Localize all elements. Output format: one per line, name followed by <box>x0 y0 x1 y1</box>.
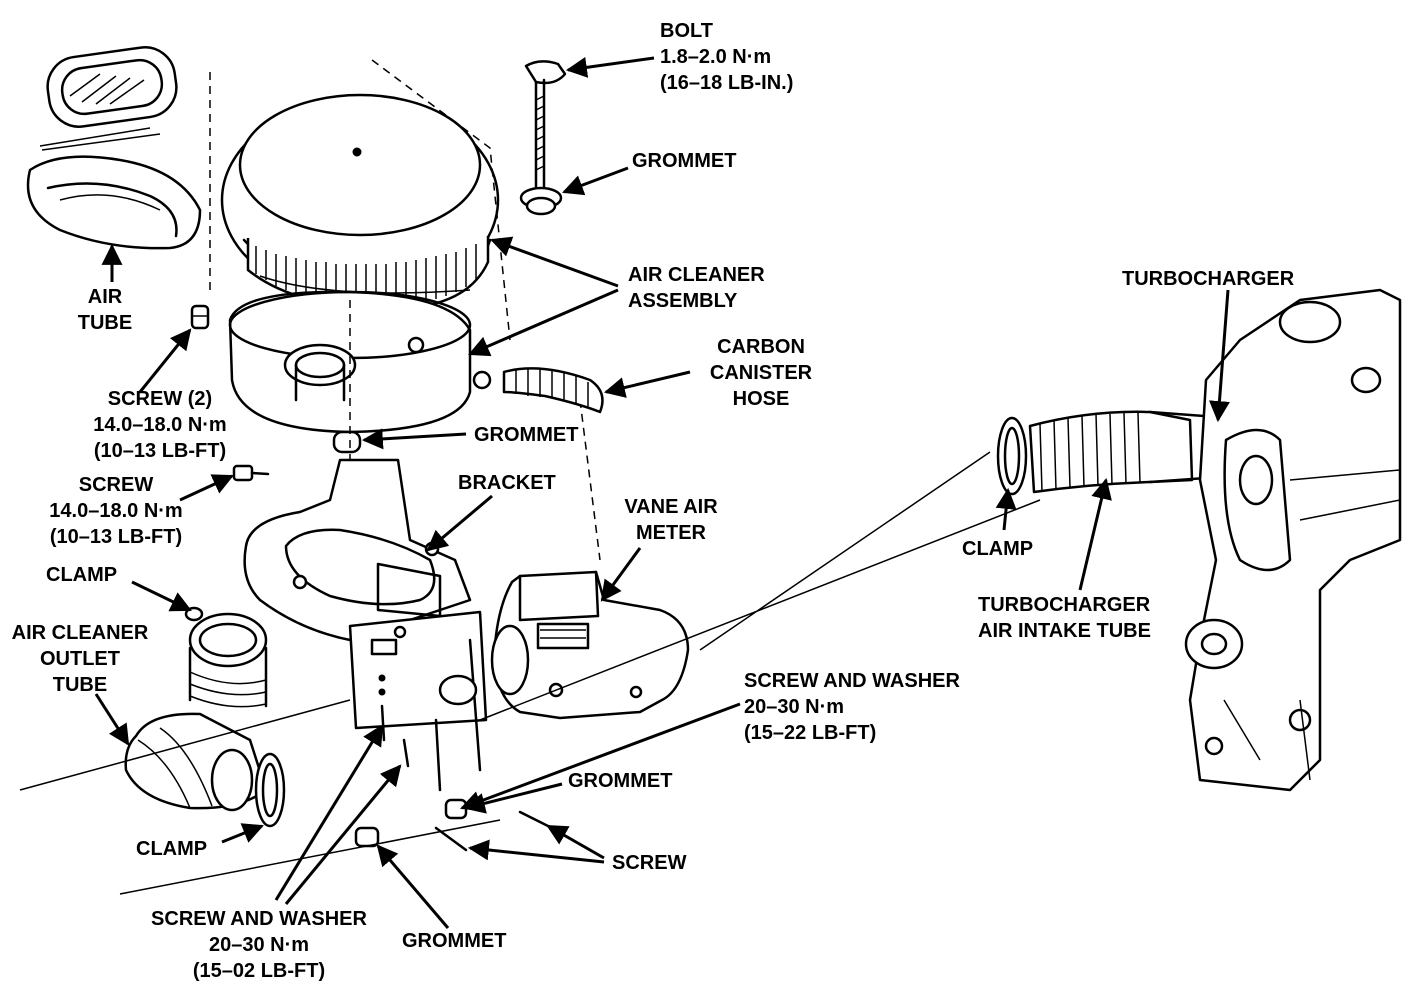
air-tube-label: AIR TUBE <box>77 286 133 334</box>
grommet-lower-label: GROMMET <box>568 770 673 792</box>
screw-single-part <box>232 464 270 482</box>
screw-2-label: SCREW (2) 14.0–18.0 N·m (10–13 LB-FT) <box>93 388 227 462</box>
clamp-right-label: CLAMP <box>962 538 1034 560</box>
vane-air-meter-label: VANE AIR METER <box>624 496 718 544</box>
carbon-canister-hose-label: CARBON CANISTER HOSE <box>709 336 813 410</box>
outlet-tube-label: AIR CLEANER OUTLET TUBE <box>11 622 149 696</box>
screw-washer-right-label: SCREW AND WASHER 20–30 N·m (15–22 LB-FT) <box>744 670 960 744</box>
grommet-bottom-label: GROMMET <box>402 930 507 952</box>
clamp-right-part <box>996 416 1028 496</box>
air-cleaner-assembly-label: AIR CLEANER ASSEMBLY <box>628 264 765 312</box>
bolt-label: BOLT 1.8–2.0 N·m (16–18 LB-IN.) <box>660 20 794 94</box>
vane-air-meter-part <box>490 570 690 720</box>
grommet-top-part <box>519 186 563 216</box>
screw-washer-bottom-label: SCREW AND WASHER 20–30 N·m (15–02 LB-FT) <box>151 908 367 982</box>
clamp-bottom-label: CLAMP <box>136 838 208 860</box>
turbocharger-part <box>1184 288 1402 792</box>
bracket-label: BRACKET <box>458 472 556 494</box>
carbon-canister-hose-part <box>502 367 604 414</box>
clamp-bottom-part <box>254 752 286 828</box>
outlet-tube-part <box>124 612 268 812</box>
turbocharger-label: TURBOCHARGER <box>1122 268 1295 290</box>
bolt-part <box>524 60 567 192</box>
turbo-intake-tube-label: TURBOCHARGER AIR INTAKE TUBE <box>978 594 1151 642</box>
screw-single-label: SCREW 14.0–18.0 N·m (10–13 LB-FT) <box>49 474 183 548</box>
clamp-left-label: CLAMP <box>46 564 118 586</box>
grommet-top-label: GROMMET <box>632 150 737 172</box>
air-cleaner-base <box>228 290 492 454</box>
bracket-part <box>243 458 488 792</box>
screw-bottom-label: SCREW <box>612 852 687 874</box>
air-cleaner-lid <box>220 93 500 310</box>
grommet-mid-label: GROMMET <box>474 424 579 446</box>
screw-2-part <box>190 304 210 330</box>
turbo-intake-tube-part <box>1028 410 1208 494</box>
leader-lines <box>94 56 1230 929</box>
air-tube-part <box>26 46 202 250</box>
